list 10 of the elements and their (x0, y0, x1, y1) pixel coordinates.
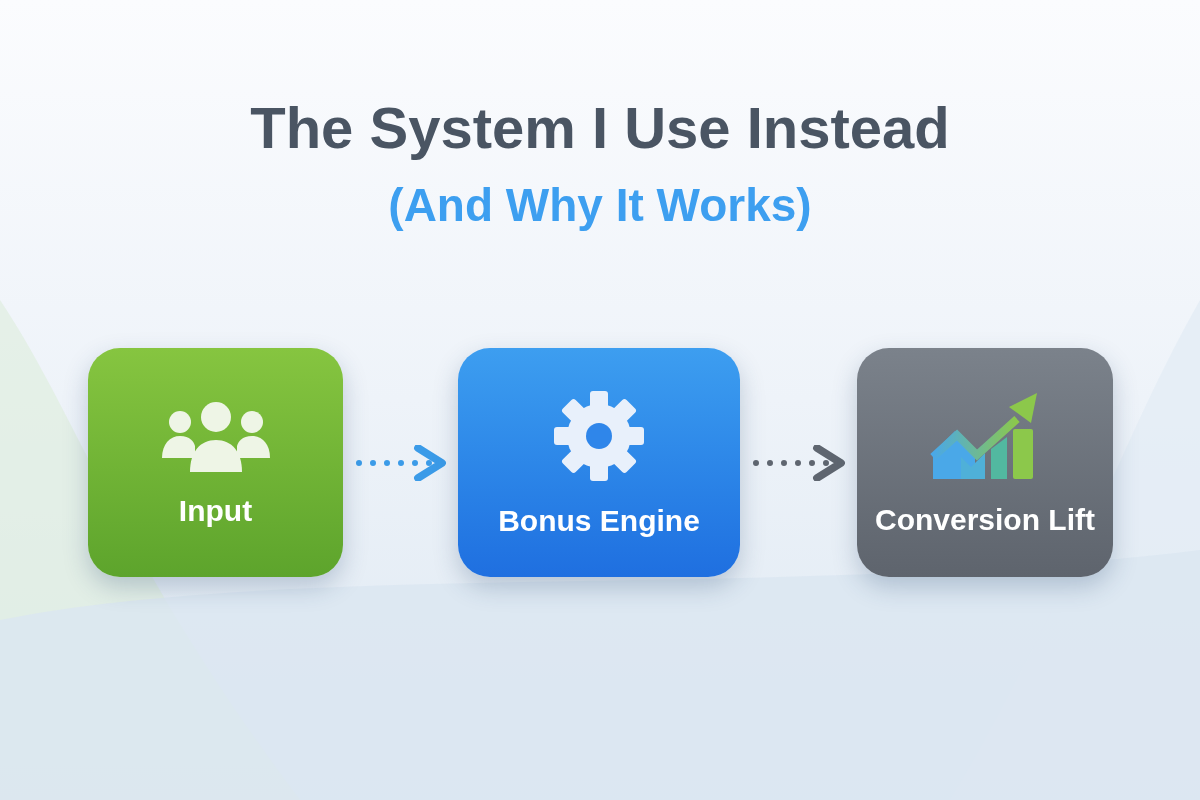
box-label: Conversion Lift (875, 504, 1095, 535)
process-box (458, 348, 740, 577)
box-label: Bonus Engine (498, 505, 700, 536)
title: The System I Use Instead (250, 94, 950, 162)
dotted-arrow (753, 444, 845, 482)
dotted-arrow (356, 444, 446, 482)
box-label: Input (178, 495, 253, 526)
process-box (857, 348, 1113, 577)
process-box (88, 348, 343, 577)
subtitle: (And Why It Works) (388, 177, 812, 233)
